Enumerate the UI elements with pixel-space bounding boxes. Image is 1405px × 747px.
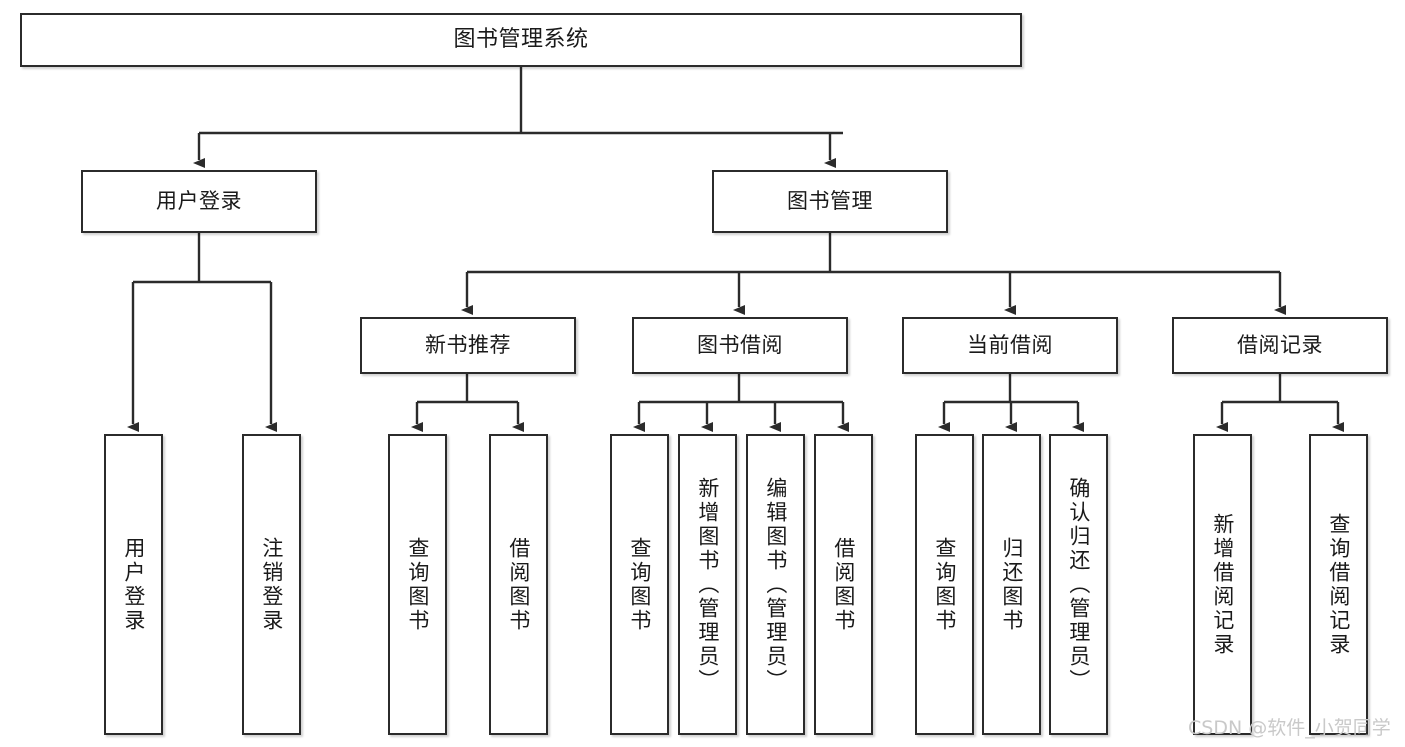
leaf-edit-book[interactable]: 编辑图书（管理员） <box>746 434 805 735</box>
node-book-borrow[interactable]: 图书借阅 <box>632 317 848 374</box>
leaf-borrow-book-2[interactable]: 借阅图书 <box>814 434 873 735</box>
leaf-query-book-3[interactable]: 查询图书 <box>915 434 974 735</box>
leaf-add-record[interactable]: 新增借阅记录 <box>1193 434 1252 735</box>
node-new-book-recommend-label: 新书推荐 <box>425 333 511 358</box>
node-current-borrow-label: 当前借阅 <box>967 333 1053 358</box>
leaf-query-book-1[interactable]: 查询图书 <box>388 434 447 735</box>
leaf-return-book-label: 归还图书 <box>999 536 1024 633</box>
leaf-borrow-book-2-label: 借阅图书 <box>831 536 856 633</box>
node-current-borrow[interactable]: 当前借阅 <box>902 317 1118 374</box>
leaf-edit-book-label: 编辑图书（管理员） <box>763 476 788 693</box>
node-borrow-record-label: 借阅记录 <box>1237 333 1323 358</box>
leaf-borrow-book-1-label: 借阅图书 <box>506 536 531 633</box>
leaf-user-login-label: 用户登录 <box>121 536 146 633</box>
leaf-add-record-label: 新增借阅记录 <box>1210 512 1235 657</box>
leaf-confirm-return-label: 确认归还（管理员） <box>1066 476 1091 693</box>
node-book-management[interactable]: 图书管理 <box>712 170 948 233</box>
node-book-borrow-label: 图书借阅 <box>697 333 783 358</box>
leaf-add-book-label: 新增图书（管理员） <box>695 476 720 693</box>
node-user-login-label: 用户登录 <box>156 189 242 214</box>
node-user-login[interactable]: 用户登录 <box>81 170 317 233</box>
leaf-query-book-2[interactable]: 查询图书 <box>610 434 669 735</box>
leaf-query-record-label: 查询借阅记录 <box>1326 512 1351 657</box>
leaf-query-book-2-label: 查询图书 <box>627 536 652 633</box>
node-borrow-record[interactable]: 借阅记录 <box>1172 317 1388 374</box>
leaf-user-login[interactable]: 用户登录 <box>104 434 163 735</box>
leaf-query-book-1-label: 查询图书 <box>405 536 430 633</box>
leaf-logout-login-label: 注销登录 <box>259 536 284 633</box>
node-root-book-management-system[interactable]: 图书管理系统 <box>20 13 1022 67</box>
leaf-borrow-book-1[interactable]: 借阅图书 <box>489 434 548 735</box>
leaf-query-book-3-label: 查询图书 <box>932 536 957 633</box>
leaf-add-book[interactable]: 新增图书（管理员） <box>678 434 737 735</box>
csdn-watermark: CSDN @软件_小贺同学 <box>1188 717 1391 739</box>
leaf-return-book[interactable]: 归还图书 <box>982 434 1041 735</box>
leaf-query-record[interactable]: 查询借阅记录 <box>1309 434 1368 735</box>
node-root-label: 图书管理系统 <box>453 27 589 53</box>
leaf-logout-login[interactable]: 注销登录 <box>242 434 301 735</box>
node-book-management-label: 图书管理 <box>787 189 873 214</box>
node-new-book-recommend[interactable]: 新书推荐 <box>360 317 576 374</box>
leaf-confirm-return[interactable]: 确认归还（管理员） <box>1049 434 1108 735</box>
